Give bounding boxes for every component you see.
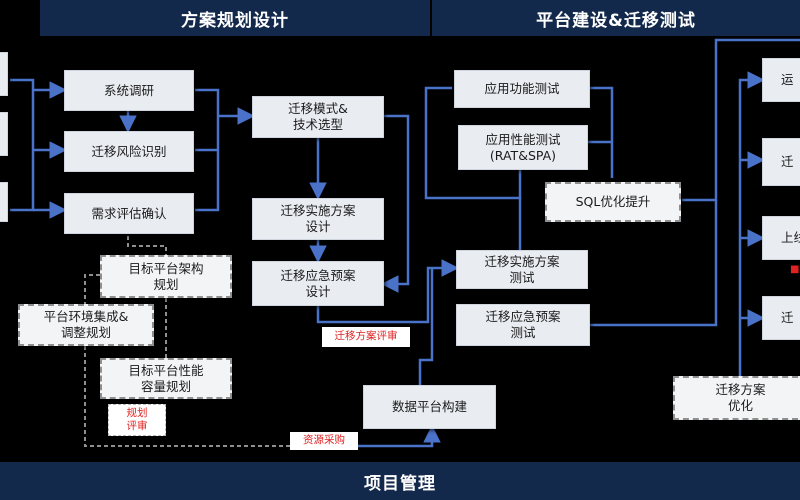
box-target-performance: 目标平台性能 容量规划 <box>100 358 232 399</box>
box-risk-identification: 迁移风险识别 <box>64 131 194 172</box>
box-env-integration: 平台环境集成& 调整规划 <box>18 304 154 346</box>
box-target-architecture: 目标平台架构 规划 <box>100 255 232 298</box>
tag-plan-review: 迁移方案评审 <box>322 327 410 347</box>
box-data-platform: 数据平台构建 <box>363 385 496 429</box>
box-plan-optimization: 迁移方案 优化 <box>673 376 800 420</box>
box-right-3: 上线 <box>762 216 800 260</box>
left-partial-box-1 <box>0 52 8 96</box>
tag-procurement: 资源采购 <box>290 432 358 450</box>
header-platform: 平台建设&迁移测试 <box>432 0 800 36</box>
box-right-1: 运 <box>762 58 800 102</box>
box-right-4: 迁 <box>762 296 800 340</box>
box-sql-optimization: SQL优化提升 <box>545 182 681 222</box>
right-red-mark: ■ <box>790 264 800 275</box>
box-right-2: 迁 <box>762 138 800 186</box>
box-migration-mode: 迁移模式& 技术选型 <box>252 96 384 138</box>
box-emergency-plan-test: 迁移应急预案 测试 <box>456 304 590 346</box>
box-impl-plan-test: 迁移实施方案 测试 <box>456 250 588 289</box>
box-needs-assessment: 需求评估确认 <box>64 193 194 234</box>
box-impl-plan-design: 迁移实施方案 设计 <box>252 198 384 240</box>
header-planning: 方案规划设计 <box>40 0 430 36</box>
box-function-test: 应用功能测试 <box>454 70 590 108</box>
box-emergency-plan-design: 迁移应急预案 设计 <box>252 261 384 306</box>
box-performance-test: 应用性能测试 (RAT&SPA) <box>458 125 588 170</box>
left-partial-box-2 <box>0 112 8 156</box>
header-project: 项目管理 <box>0 462 800 500</box>
box-system-research: 系统调研 <box>64 70 194 111</box>
tag-review: 规划 评审 <box>108 404 166 436</box>
left-partial-box-3 <box>0 182 8 222</box>
